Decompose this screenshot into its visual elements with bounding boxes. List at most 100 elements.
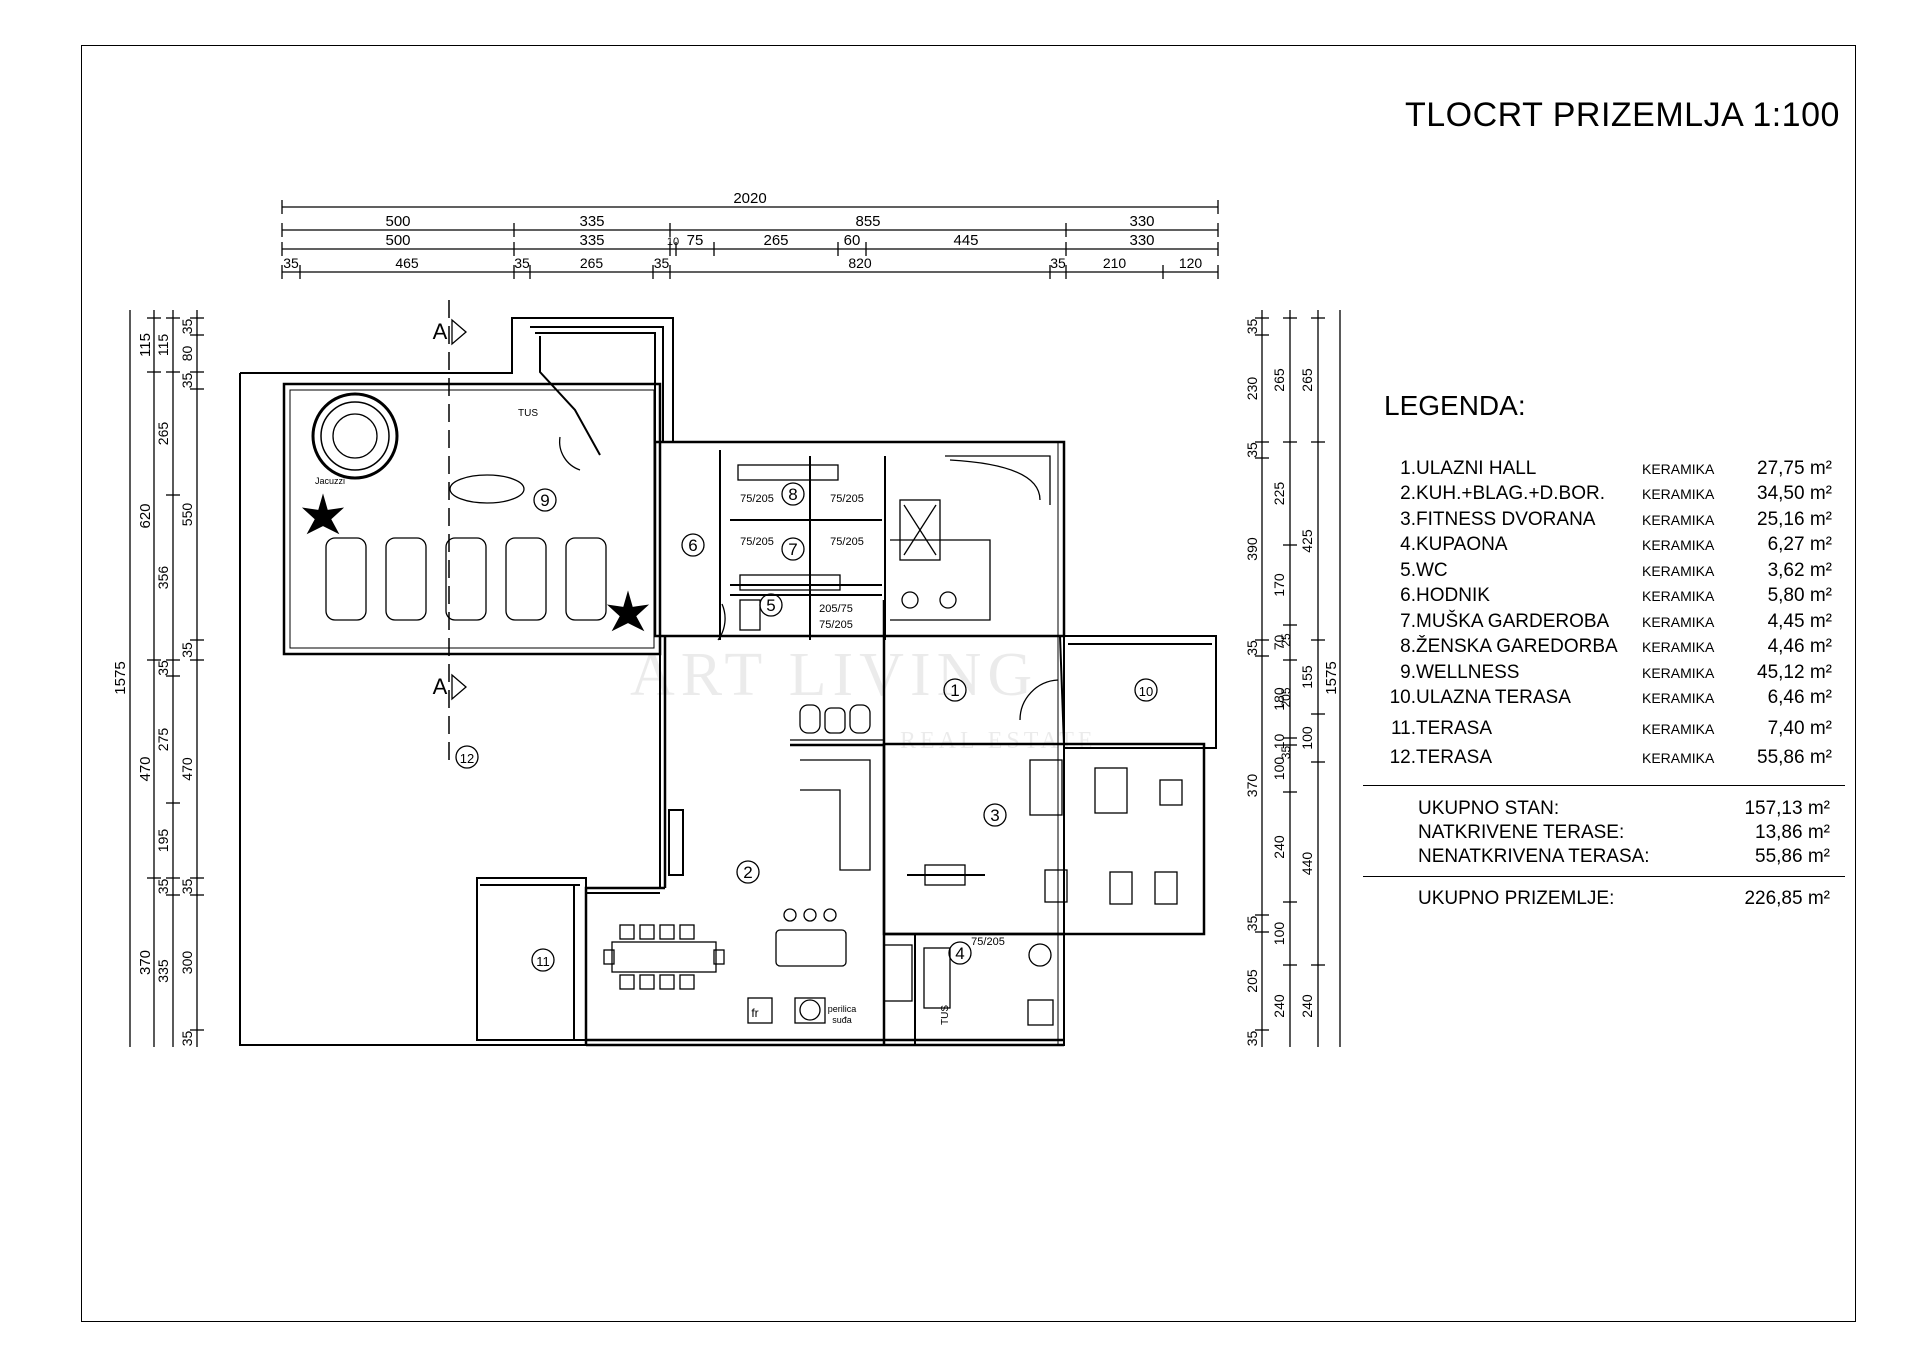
room-number-circle — [943, 678, 967, 702]
dimension-label-vertical: 35 — [179, 373, 195, 389]
left-dimension-lines — [129, 310, 204, 1047]
legend-area: 4,46 m² — [1767, 636, 1832, 657]
dimension-label: 265 — [763, 232, 788, 249]
dimension-label: 35 — [1050, 255, 1066, 271]
dimension-label: 445 — [953, 232, 978, 249]
legend-material: KERAMIKA — [1642, 614, 1715, 630]
dimension-label-vertical: 620 — [137, 503, 154, 528]
dimension-label-vertical: 35 — [1244, 442, 1260, 458]
legend-material: KERAMIKA — [1642, 721, 1715, 737]
room-number: 7 — [788, 540, 797, 559]
legend-area: 55,86 m² — [1757, 747, 1832, 768]
room-number: 1 — [950, 681, 959, 700]
dimension-label-vertical: 35 — [1244, 916, 1260, 932]
dishwasher-label-2: suđa — [832, 1015, 852, 1025]
legend-area: 4,45 m² — [1767, 611, 1832, 632]
legend-room-name: MUŠKA GARDEROBA — [1416, 611, 1610, 632]
legend-material: KERAMIKA — [1642, 665, 1715, 681]
dimension-label-vertical: 35 — [1244, 640, 1260, 656]
legend-number: 3. — [1400, 509, 1416, 530]
total-label: NATKRIVENE TERASE: — [1418, 822, 1625, 843]
top-dimension-lines — [281, 200, 1219, 279]
dimension-label-vertical: 35 — [179, 1031, 195, 1047]
total-row: NATKRIVENE TERASE:13,86 m² — [1418, 822, 1838, 846]
room-number: 5 — [766, 596, 775, 615]
legend-material: KERAMIKA — [1642, 690, 1715, 706]
total-label: NENATKRIVENA TERASA: — [1418, 846, 1650, 867]
dimension-label: 120 — [1179, 255, 1203, 271]
section-mark-bottom: A — [433, 674, 448, 699]
dimension-label: 35 — [514, 255, 530, 271]
room-number: 4 — [955, 944, 964, 963]
door-size-label: 205/75 — [819, 603, 853, 615]
dimension-label-vertical: 170 — [1271, 573, 1287, 597]
room-number-circle — [681, 533, 705, 557]
legend-material: KERAMIKA — [1642, 750, 1715, 766]
legend-number: 2. — [1400, 483, 1416, 504]
legend-room-name: TERASA — [1416, 718, 1493, 739]
total-value: 55,86 m² — [1755, 846, 1830, 867]
dimension-label: 35 — [283, 255, 299, 271]
dimension-label-vertical: 370 — [137, 950, 154, 975]
legend-separator-2 — [1363, 876, 1845, 877]
legend-number: 1. — [1400, 458, 1416, 479]
legend-material: KERAMIKA — [1642, 486, 1715, 502]
dimension-label-vertical: 240 — [1271, 835, 1287, 859]
fitness-equipment — [907, 759, 1183, 905]
legend-room-name: WC — [1416, 560, 1448, 581]
dimension-label-vertical: 240 — [1271, 994, 1287, 1018]
dimension-label-vertical: 205 — [1279, 687, 1293, 707]
dimension-label-vertical: 300 — [179, 951, 195, 975]
dimension-label-vertical: 155 — [1299, 665, 1315, 689]
legend-area: 45,12 m² — [1757, 662, 1832, 683]
room-number-circle — [455, 745, 479, 769]
dimension-label-vertical: 425 — [1299, 529, 1315, 553]
legend-room-name: WELLNESS — [1416, 662, 1520, 683]
dimension-label-vertical: 265 — [1271, 368, 1287, 392]
stair — [899, 455, 1051, 561]
wellness-furniture — [311, 392, 607, 621]
legend-area: 5,80 m² — [1767, 585, 1832, 606]
kitchen-furniture — [603, 759, 913, 1024]
dimension-label-vertical: 35 — [155, 879, 171, 895]
dimension-label-vertical: 35 — [179, 879, 195, 895]
legend-number: 8. — [1400, 636, 1416, 657]
dimension-label: 35 — [654, 255, 670, 271]
legend-room-name: TERASA — [1416, 747, 1493, 768]
door-size-label: 75/205 — [819, 619, 853, 631]
right-dimension-lines — [1255, 310, 1341, 1047]
dimension-label-vertical: 195 — [155, 829, 171, 853]
dimension-label-vertical: 100 — [1271, 922, 1287, 946]
dimension-label-vertical: 100 — [1299, 726, 1315, 750]
room-number: 12 — [460, 751, 474, 766]
dimension-label-vertical: 335 — [155, 959, 171, 983]
watermark: ART LIVING — [630, 641, 1039, 709]
room-number-circle — [759, 593, 783, 617]
legend-area: 27,75 m² — [1757, 458, 1832, 479]
dimension-label-vertical: 35 — [1279, 746, 1293, 760]
plants — [301, 493, 650, 632]
drawing-frame — [81, 45, 1856, 1322]
legend-area: 3,62 m² — [1767, 560, 1832, 581]
dimension-label-vertical: 35 — [1244, 319, 1260, 335]
dimension-label: 75 — [687, 232, 704, 249]
dimension-label: 500 — [385, 213, 410, 230]
building-outline — [239, 317, 1217, 1047]
dimension-label-vertical: 230 — [1244, 377, 1260, 401]
dimension-label: 855 — [855, 213, 880, 230]
dimension-label-vertical: 10 — [1271, 734, 1287, 750]
dimension-label-vertical: 80 — [179, 346, 195, 362]
room-number-circle — [781, 537, 805, 561]
dimension-label-vertical: 550 — [179, 503, 195, 527]
legend-area: 6,27 m² — [1767, 534, 1832, 555]
room-number: 11 — [536, 954, 550, 969]
door-size-label: 75/205 — [740, 536, 774, 548]
